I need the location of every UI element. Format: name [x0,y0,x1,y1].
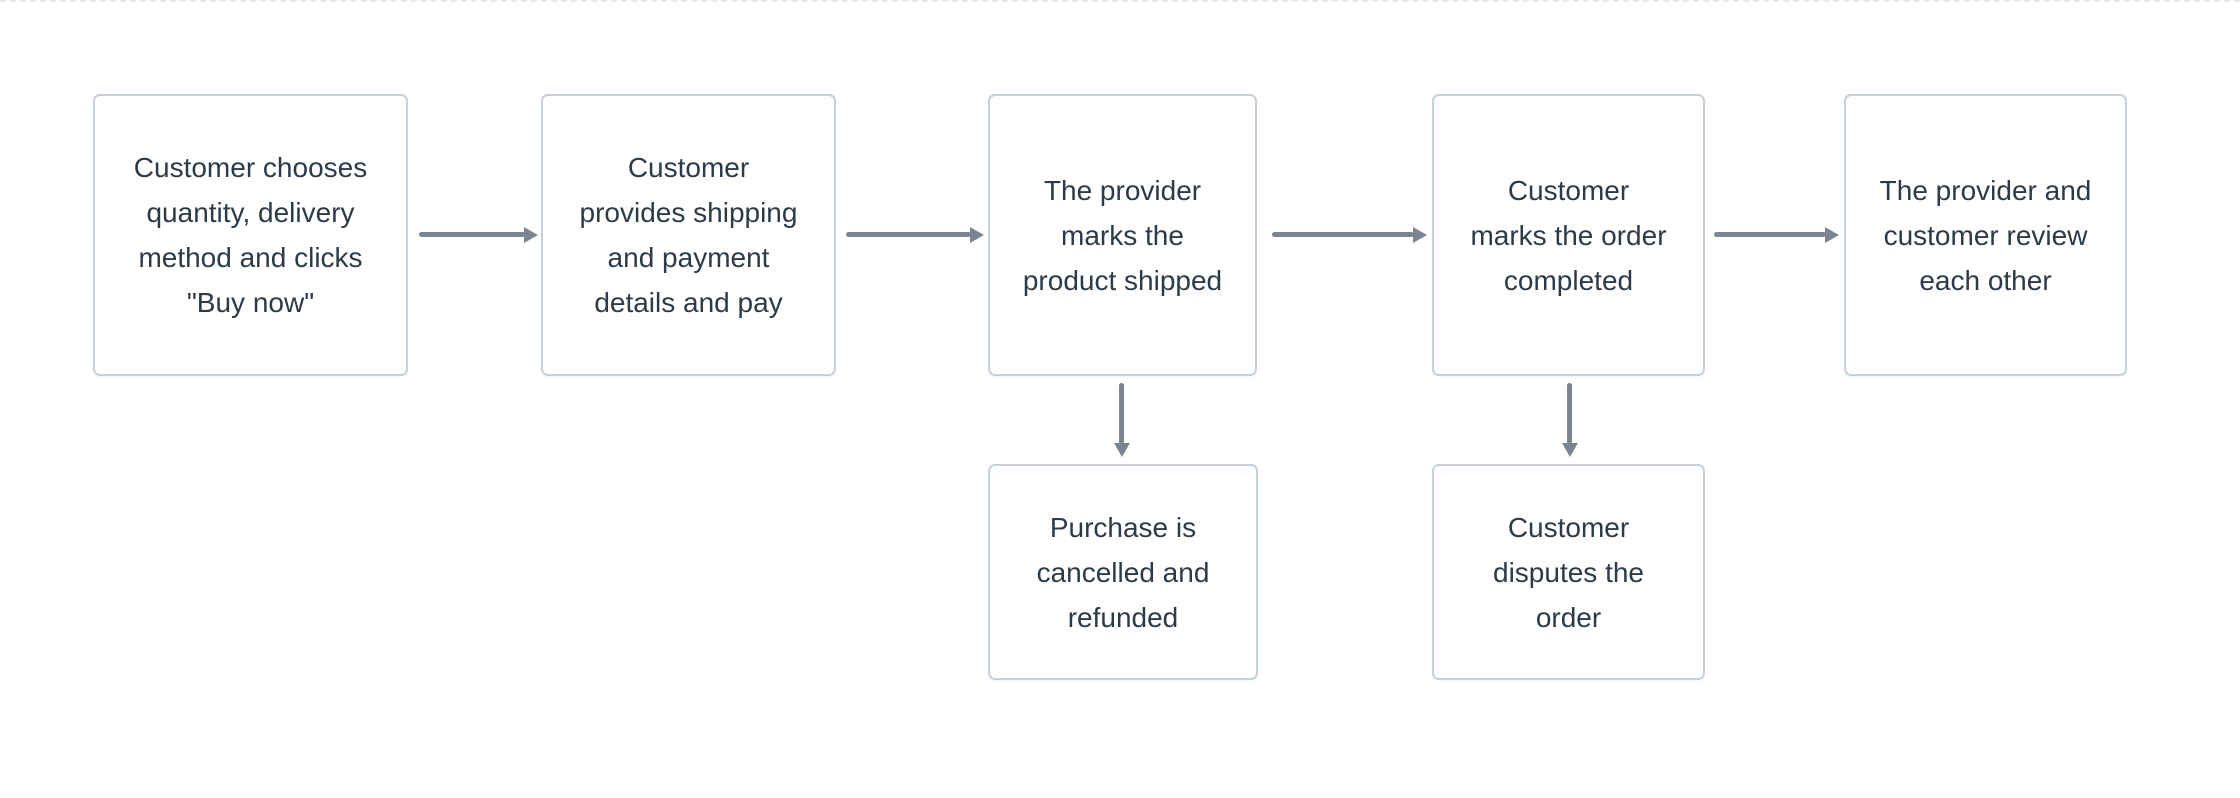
flow-node-label: The provider and customer review each ot… [1879,174,2092,296]
flow-node-order-disputed: Customer disputes the order [1432,464,1705,680]
flow-node-label: Customer marks the order completed [1470,174,1667,296]
arrow-pay-to-shipped [846,232,971,237]
flow-node-label: Purchase is cancelled and refunded [1036,511,1210,633]
arrow-shipped-to-cancelled [1119,383,1124,444]
flow-node-order-completed: Customer marks the order completed [1432,94,1705,376]
flow-node-customer-chooses: Customer chooses quantity, delivery meth… [93,94,408,376]
flow-node-label: Customer provides shipping and payment d… [579,152,798,318]
flow-node-label: Customer disputes the order [1493,511,1644,633]
arrow-choose-to-pay [419,232,525,237]
flow-node-purchase-cancelled: Purchase is cancelled and refunded [988,464,1258,680]
flow-node-customer-pays: Customer provides shipping and payment d… [541,94,836,376]
flow-node-label: The provider marks the product shipped [1022,174,1223,296]
flow-node-provider-ships: The provider marks the product shipped [988,94,1257,376]
flow-node-label: Customer chooses quantity, delivery meth… [133,152,368,318]
flow-node-mutual-review: The provider and customer review each ot… [1844,94,2127,376]
arrow-shipped-to-completed [1272,232,1414,237]
arrow-completed-to-review [1714,232,1826,237]
arrow-completed-to-disputed [1567,383,1572,444]
